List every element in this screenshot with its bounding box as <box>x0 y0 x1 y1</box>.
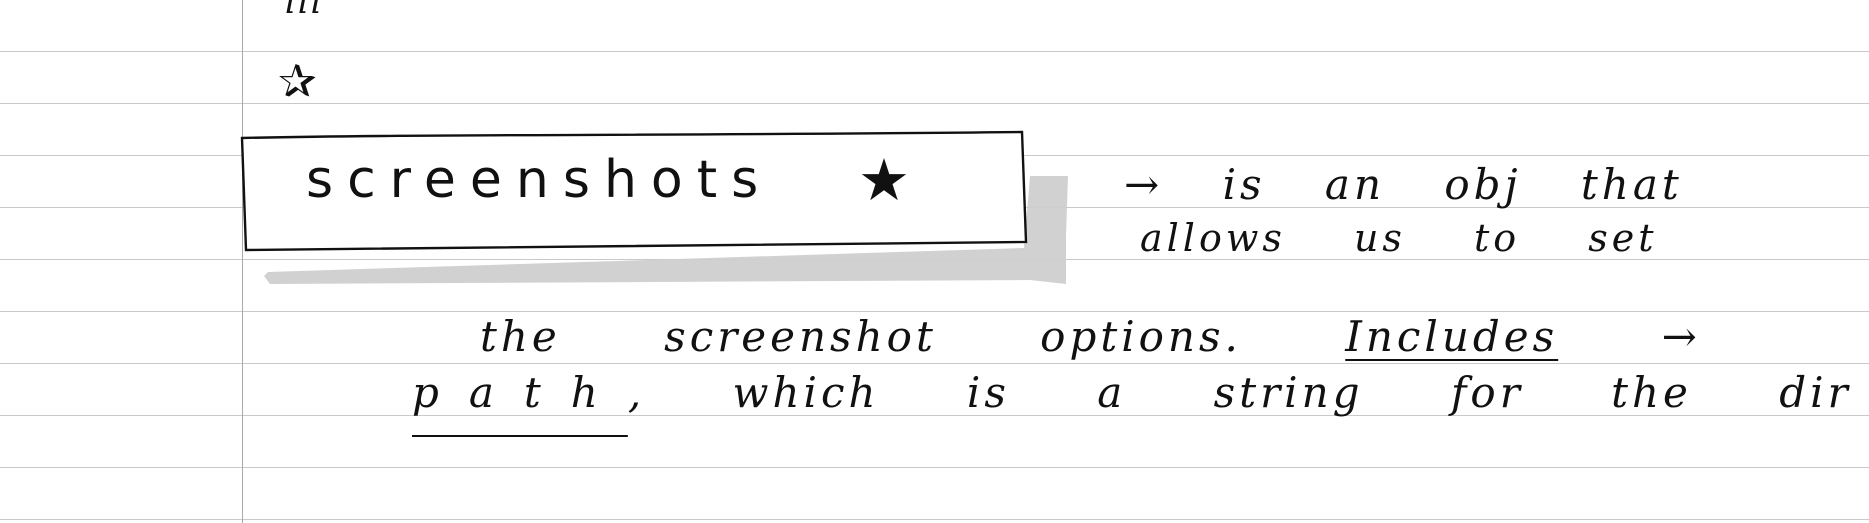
title-text: screenshots <box>306 150 773 210</box>
note-line-1: → is an obj that <box>1124 160 1683 209</box>
note-line-3-text: the screenshot options. <box>480 312 1242 361</box>
margin-rule <box>242 0 243 523</box>
includes-word: Includes <box>1345 312 1559 361</box>
note-line-1-text: is an obj that <box>1222 160 1683 209</box>
box-shadow <box>264 176 1068 284</box>
title-box: screenshots ★ <box>240 130 1068 284</box>
margin-mark: ııı <box>284 0 323 22</box>
note-line-3: the screenshot options. Includes → <box>480 312 1701 361</box>
arrow-icon: → <box>1124 160 1164 209</box>
path-term: path <box>412 368 628 417</box>
margin-star-icon: ✰ <box>278 54 317 108</box>
note-line-4-text: , which is a string for the dir <box>627 368 1852 417</box>
note-line-2: allows us to set <box>1140 216 1658 260</box>
title-star-icon: ★ <box>858 146 910 214</box>
note-line-4: path, which is a string for the dir <box>412 368 1852 417</box>
arrow-icon: → <box>1661 312 1701 361</box>
title-box-drawing <box>240 130 1068 284</box>
box-outline <box>240 130 1028 252</box>
